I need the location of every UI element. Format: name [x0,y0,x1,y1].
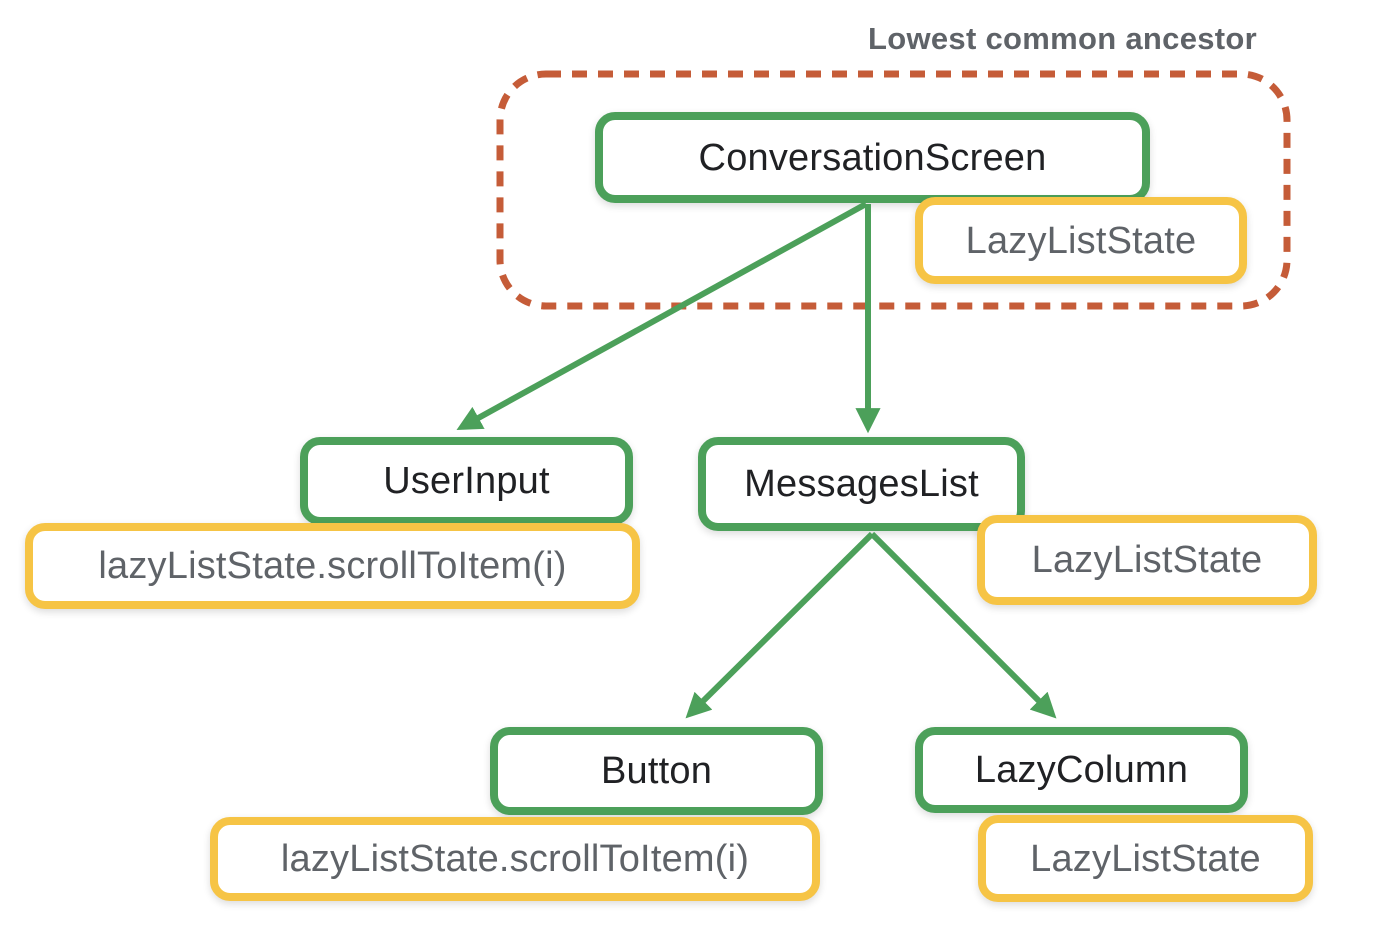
state-lazy-list-state-bottom: LazyListState [978,815,1313,902]
state-lazy-list-state-top: LazyListState [915,197,1247,284]
state-scroll-to-item-left-label: lazyListState.scrollToItem(i) [98,545,567,587]
state-lazy-list-state-middle-label: LazyListState [1031,539,1263,581]
state-lazy-list-state-bottom-label: LazyListState [1030,837,1261,880]
node-conversation-screen-label: ConversationScreen [698,136,1047,179]
node-messages-list: MessagesList [698,437,1025,531]
state-lazy-list-state-top-label: LazyListState [965,219,1197,262]
node-user-input-label: UserInput [383,460,550,502]
state-scroll-to-item-left: lazyListState.scrollToItem(i) [25,523,640,609]
node-messages-list-label: MessagesList [744,463,979,505]
lowest-common-ancestor-label: Lowest common ancestor [868,21,1258,56]
state-scroll-to-item-bottom: lazyListState.scrollToItem(i) [210,817,820,901]
edge-messageslist-button-arrow [685,531,875,719]
state-lazy-list-state-middle: LazyListState [977,515,1317,605]
node-button-label: Button [600,750,713,792]
node-lazy-column: LazyColumn [915,727,1248,813]
node-lazy-column-label: LazyColumn [974,749,1189,791]
node-button: Button [490,727,823,815]
state-scroll-to-item-bottom-label: lazyListState.scrollToItem(i) [280,838,750,880]
node-conversation-screen: ConversationScreen [595,112,1150,203]
edge-conversationscreen-userinput-arrow [456,201,868,431]
node-user-input: UserInput [300,437,633,525]
